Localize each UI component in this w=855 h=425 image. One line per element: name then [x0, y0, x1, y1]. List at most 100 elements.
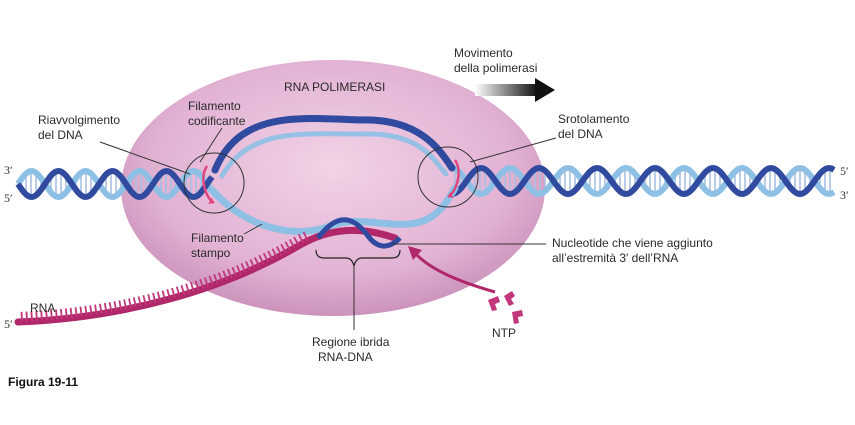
unwinding-label-line2: del DNA	[558, 127, 603, 141]
nucleotide-label-line2: all’estremità 3′ dell’RNA	[552, 251, 678, 265]
rna-base	[156, 291, 162, 302]
rna-base	[166, 289, 171, 300]
rna-base	[108, 302, 113, 313]
rna-base	[222, 270, 228, 281]
rna-base	[203, 277, 209, 288]
rna-base	[152, 292, 157, 303]
dna-strand-light	[451, 164, 836, 197]
rna-base	[175, 286, 181, 297]
rna-base	[161, 290, 166, 301]
rna-base	[79, 306, 83, 317]
leader-lines	[99, 127, 557, 330]
rna-base	[236, 264, 242, 275]
right-top-end-label: 5′	[840, 164, 849, 178]
dna-strand-dark	[15, 167, 215, 201]
rna-base	[185, 283, 190, 294]
rna-base	[132, 297, 137, 308]
rna-base	[262, 252, 269, 263]
left-bottom-end-label: 5′	[4, 191, 13, 205]
rna-base	[137, 296, 142, 307]
template-strand	[208, 184, 459, 235]
rna-bases	[20, 231, 309, 322]
rna-base	[123, 299, 128, 310]
rewinding-label-line2: del DNA	[38, 128, 83, 142]
rna-base	[142, 295, 147, 306]
rna-base	[45, 310, 48, 321]
template-strand-label-line2: stampo	[191, 246, 231, 260]
rna-label: RNA	[30, 301, 55, 315]
left-top-end-label: 3′	[4, 163, 13, 177]
hybrid-region-label-line1: Regione ibrida	[312, 335, 390, 349]
rna-base	[180, 284, 186, 296]
movement-label-line1: Movimento	[454, 46, 513, 60]
movement-arrow	[475, 78, 555, 102]
rna-base	[226, 268, 233, 279]
rna-base	[199, 278, 205, 289]
rna-base	[245, 261, 251, 271]
rna-base	[59, 308, 63, 319]
rna-base	[25, 311, 28, 322]
template-strand-label-line1: Filamento	[191, 231, 244, 245]
rna-base	[99, 303, 103, 314]
rna-base	[50, 309, 53, 320]
rna-base	[208, 275, 214, 286]
ntp-molecules	[488, 291, 523, 324]
rna-base	[284, 241, 292, 251]
hybrid-region-label-line2: RNA-DNA	[318, 350, 373, 364]
rna-base	[103, 302, 108, 314]
rna-base	[128, 298, 132, 309]
figure-caption: Figura 19-11	[8, 375, 78, 389]
rna-base	[302, 231, 309, 242]
rna-base	[35, 310, 38, 322]
rna-base	[231, 266, 238, 277]
right-bottom-end-label: 3′	[840, 188, 849, 202]
coding-strand-label-line1: Filamento	[188, 99, 241, 113]
coding-strand	[211, 115, 456, 174]
unwinding-circle	[417, 146, 479, 208]
rna-base	[240, 263, 247, 273]
movement-label-line2: della polimerasi	[454, 61, 537, 75]
rna-base	[293, 236, 300, 247]
polymerase-label: RNA POLIMERASI	[284, 80, 385, 94]
rna-base	[69, 307, 73, 318]
ntp-entry-arrow	[408, 246, 496, 294]
rna-base	[55, 309, 58, 320]
rna-base	[84, 305, 88, 317]
rna-base	[267, 250, 274, 261]
rna-base	[288, 238, 296, 249]
rna-base	[213, 273, 219, 284]
rna-polymerase-body	[121, 60, 545, 316]
rna-base	[64, 308, 68, 319]
dna-strand-dark	[451, 165, 836, 198]
rna-base	[258, 254, 265, 265]
rna-base	[118, 300, 123, 311]
rna-base	[275, 246, 283, 256]
nucleotide-label-line1: Nucleotide che viene aggiunto	[552, 236, 713, 250]
rna-base	[40, 310, 43, 321]
rna-base	[194, 280, 200, 291]
rewinding-label-line1: Riavvolgimento	[38, 113, 120, 127]
rna-base	[30, 311, 33, 322]
rna-base	[74, 307, 78, 318]
rna-base	[147, 293, 152, 305]
rna-base	[189, 281, 195, 293]
rna-strand	[14, 226, 399, 326]
rna-base	[171, 287, 176, 298]
coding-strand-label-line2: codificante	[188, 114, 246, 128]
right-dna-helix	[451, 164, 836, 198]
rna-base	[217, 272, 224, 283]
rewinding-circle	[183, 152, 245, 214]
rna-base	[254, 256, 260, 267]
rna-base	[271, 248, 278, 259]
rna-base	[94, 304, 98, 315]
rna-base	[113, 301, 118, 312]
left-dna-helix	[15, 167, 215, 201]
rna-base	[297, 233, 305, 244]
ntp-label: NTP	[492, 326, 516, 340]
unwinding-label-line1: Srotolamento	[558, 112, 630, 126]
rna-base	[280, 243, 287, 254]
rna-end-label: 5′	[4, 317, 13, 331]
rna-base	[89, 305, 93, 316]
rna-base	[249, 259, 256, 269]
